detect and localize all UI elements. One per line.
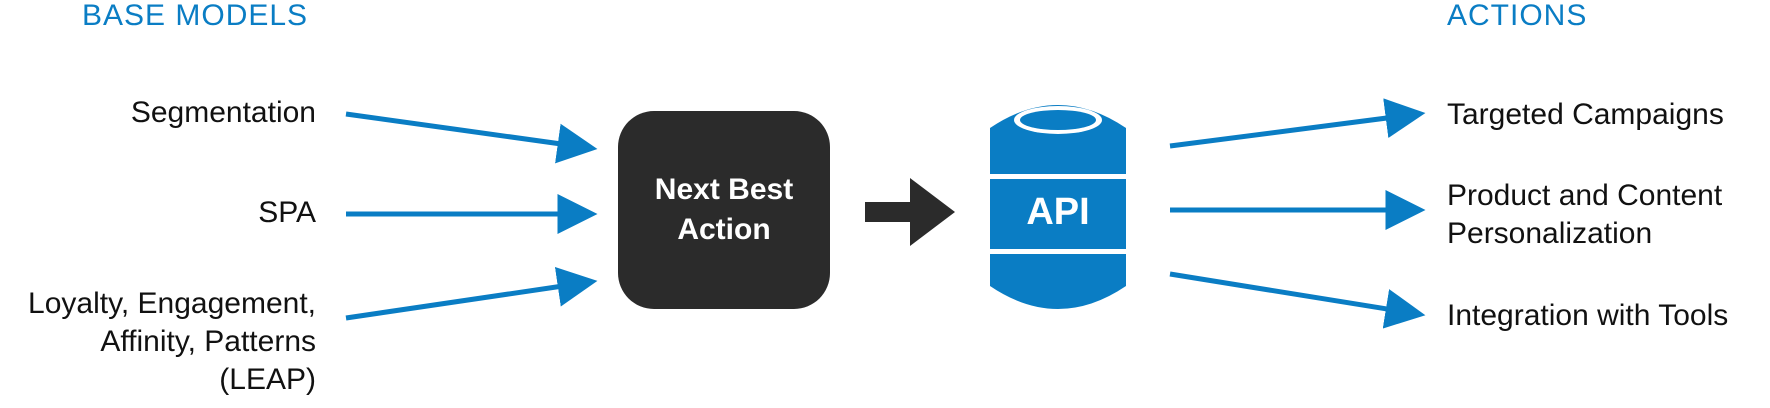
next-best-action-box: Next Best Action [618, 111, 830, 309]
arrow-api-to-tools [1169, 271, 1426, 329]
database-icon: API [990, 105, 1126, 309]
actions-heading: ACTIONS [1447, 0, 1588, 32]
arrow-api-to-targeted-campaigns [1169, 98, 1426, 149]
output-targeted-campaigns: Targeted Campaigns [1447, 98, 1724, 131]
base-models-heading: BASE MODELS [82, 0, 309, 32]
arrow-segmentation-to-nba [345, 111, 598, 164]
arrow-right-icon [865, 178, 955, 246]
input-spa: SPA [258, 196, 316, 229]
next-best-action-label: Next Best Action [654, 173, 794, 246]
input-segmentation: Segmentation [130, 96, 316, 129]
input-leap: Loyalty, Engagement, Affinity, Patterns … [28, 287, 316, 396]
api-label: API [1026, 191, 1089, 233]
output-personalization: Product and Content Personalization [1447, 179, 1723, 250]
arrow-leap-to-nba [345, 266, 598, 321]
output-integration-tools: Integration with Tools [1447, 299, 1729, 332]
